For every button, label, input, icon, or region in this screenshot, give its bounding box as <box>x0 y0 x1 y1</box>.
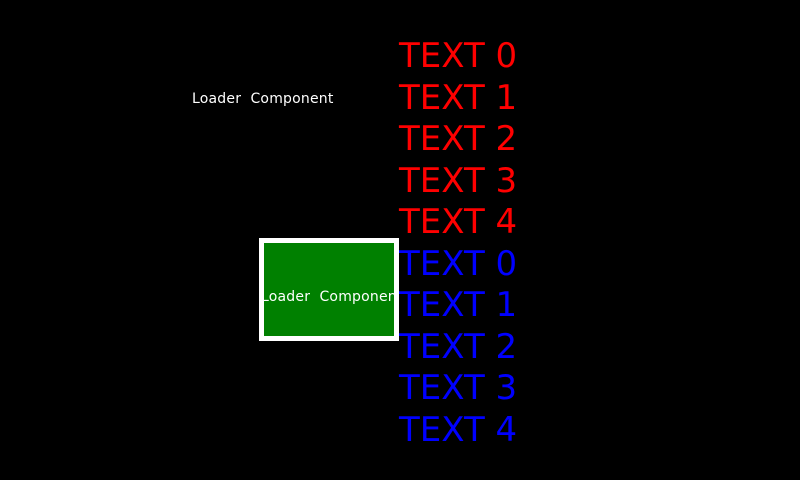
text-row: TEXT 2 <box>399 119 518 159</box>
loader-component-label: Loader Component <box>192 91 334 107</box>
text-row: TEXT 3 <box>399 160 518 201</box>
text-row: TEXT 4 <box>399 202 518 242</box>
text-row: TEXT 3 <box>399 368 518 408</box>
loader-component-box-label: Loader Component <box>261 289 399 305</box>
text-row: TEXT 0 <box>399 243 518 284</box>
text-row: TEXT 4 <box>399 409 518 450</box>
text-row: TEXT 0 <box>399 36 518 76</box>
text-row: TEXT 1 <box>399 77 518 118</box>
loader-component-box[interactable]: Loader Component <box>259 238 399 341</box>
text-row: TEXT 2 <box>399 326 518 367</box>
text-row: TEXT 1 <box>399 285 518 325</box>
